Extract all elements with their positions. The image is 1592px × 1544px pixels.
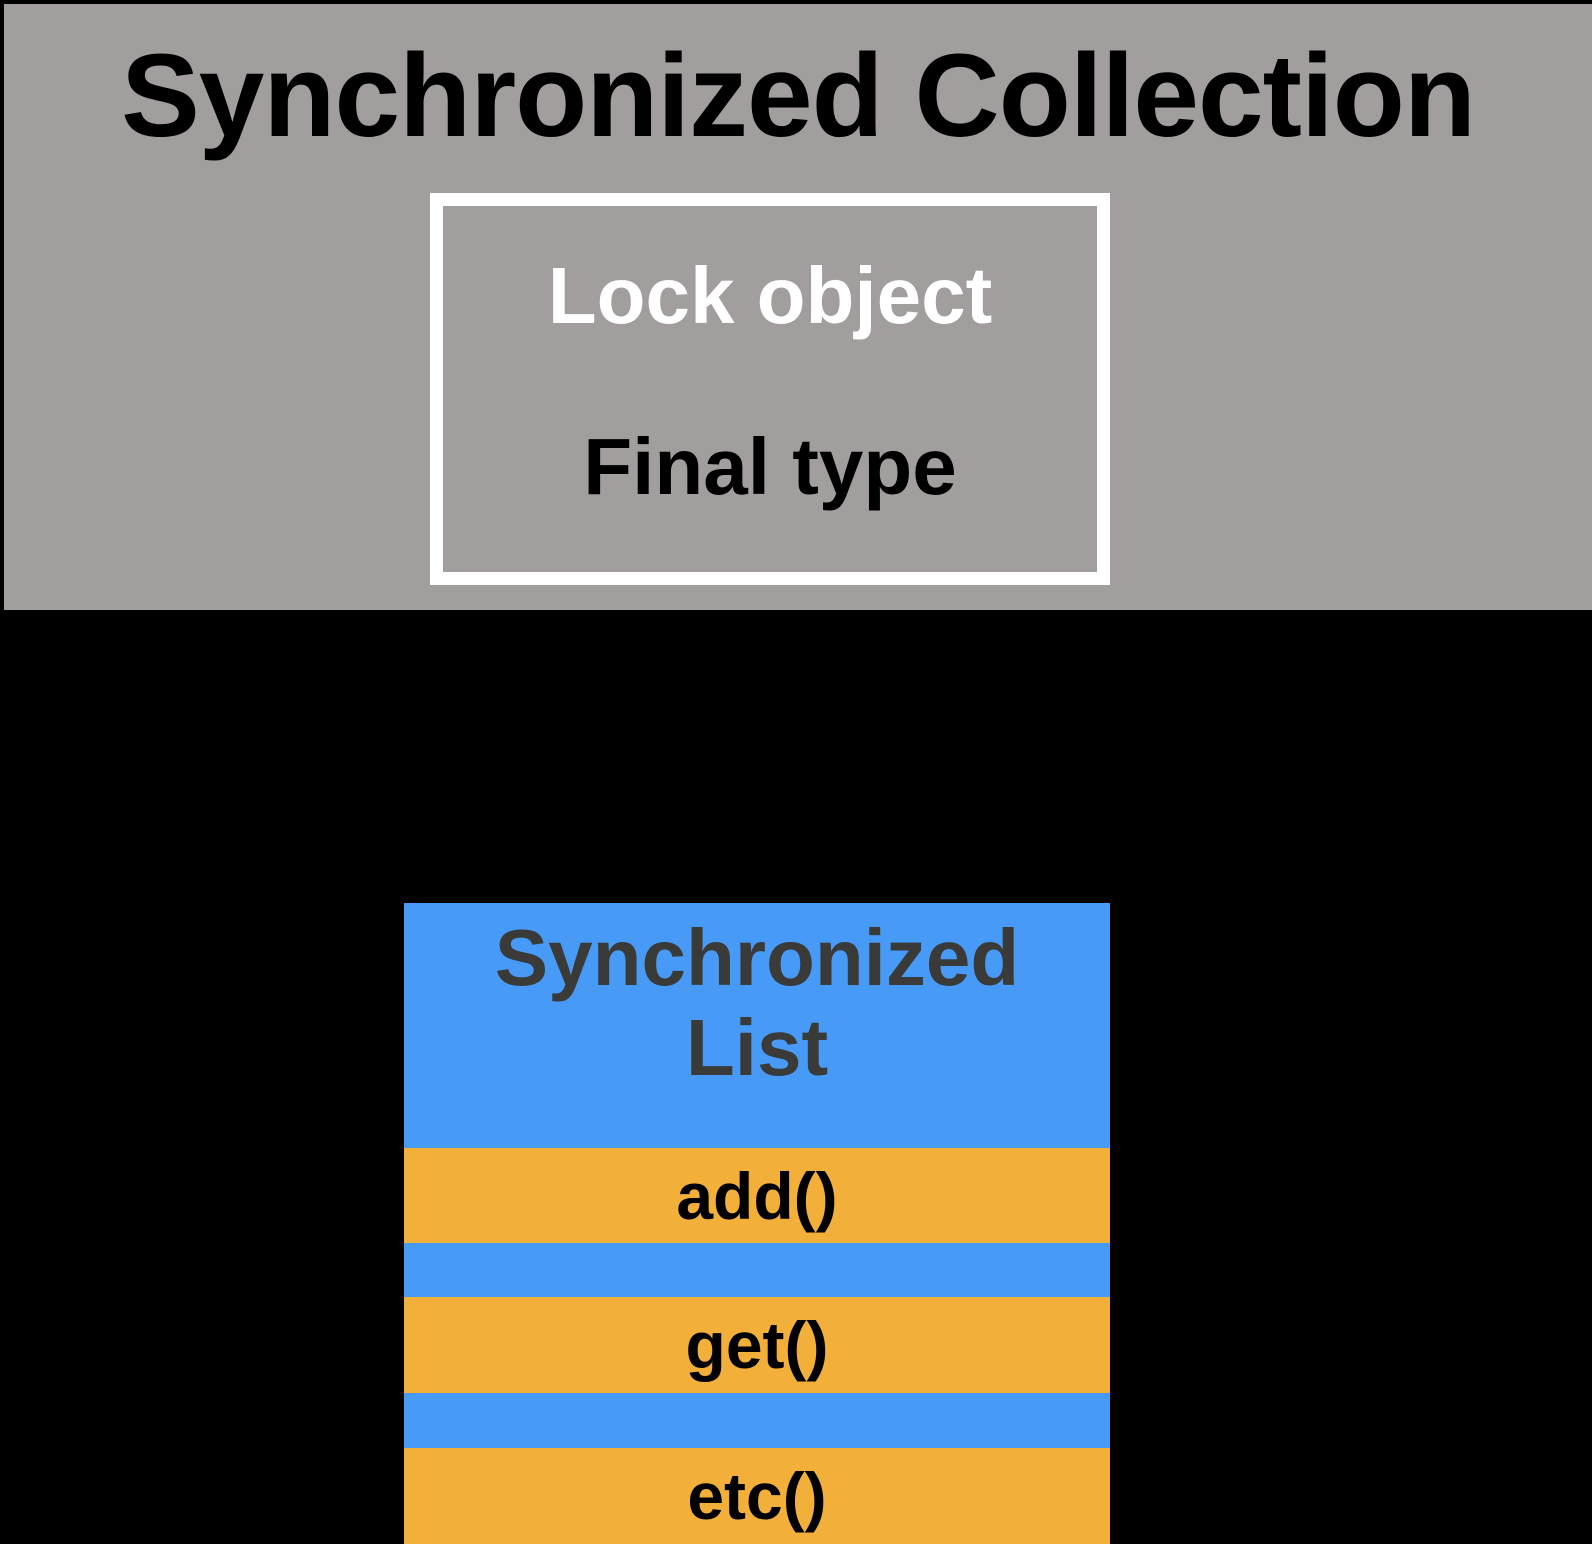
method-label-add: add(): [676, 1158, 838, 1233]
lock-object-box: Lock object Final type: [430, 193, 1110, 585]
method-row-get: get(): [404, 1297, 1110, 1393]
method-row-etc: etc(): [404, 1448, 1110, 1544]
synchronized-collection-title: Synchronized Collection: [121, 30, 1476, 162]
synchronized-list-header-label: Synchronized List: [494, 913, 1020, 1092]
final-type-label: Final type: [583, 422, 957, 511]
method-label-get: get(): [685, 1308, 829, 1382]
method-separator-2: [404, 1393, 1110, 1448]
method-separator-1: [404, 1243, 1110, 1297]
synchronized-list-box: Synchronized List add() get() etc(): [404, 903, 1110, 1544]
synchronized-list-header: Synchronized List: [404, 903, 1110, 1148]
lock-object-label: Lock object: [547, 251, 993, 340]
method-label-etc: etc(): [687, 1459, 827, 1533]
synchronized-collection-panel: Synchronized Collection Lock object Fina…: [4, 4, 1592, 610]
method-row-add: add(): [404, 1148, 1110, 1243]
